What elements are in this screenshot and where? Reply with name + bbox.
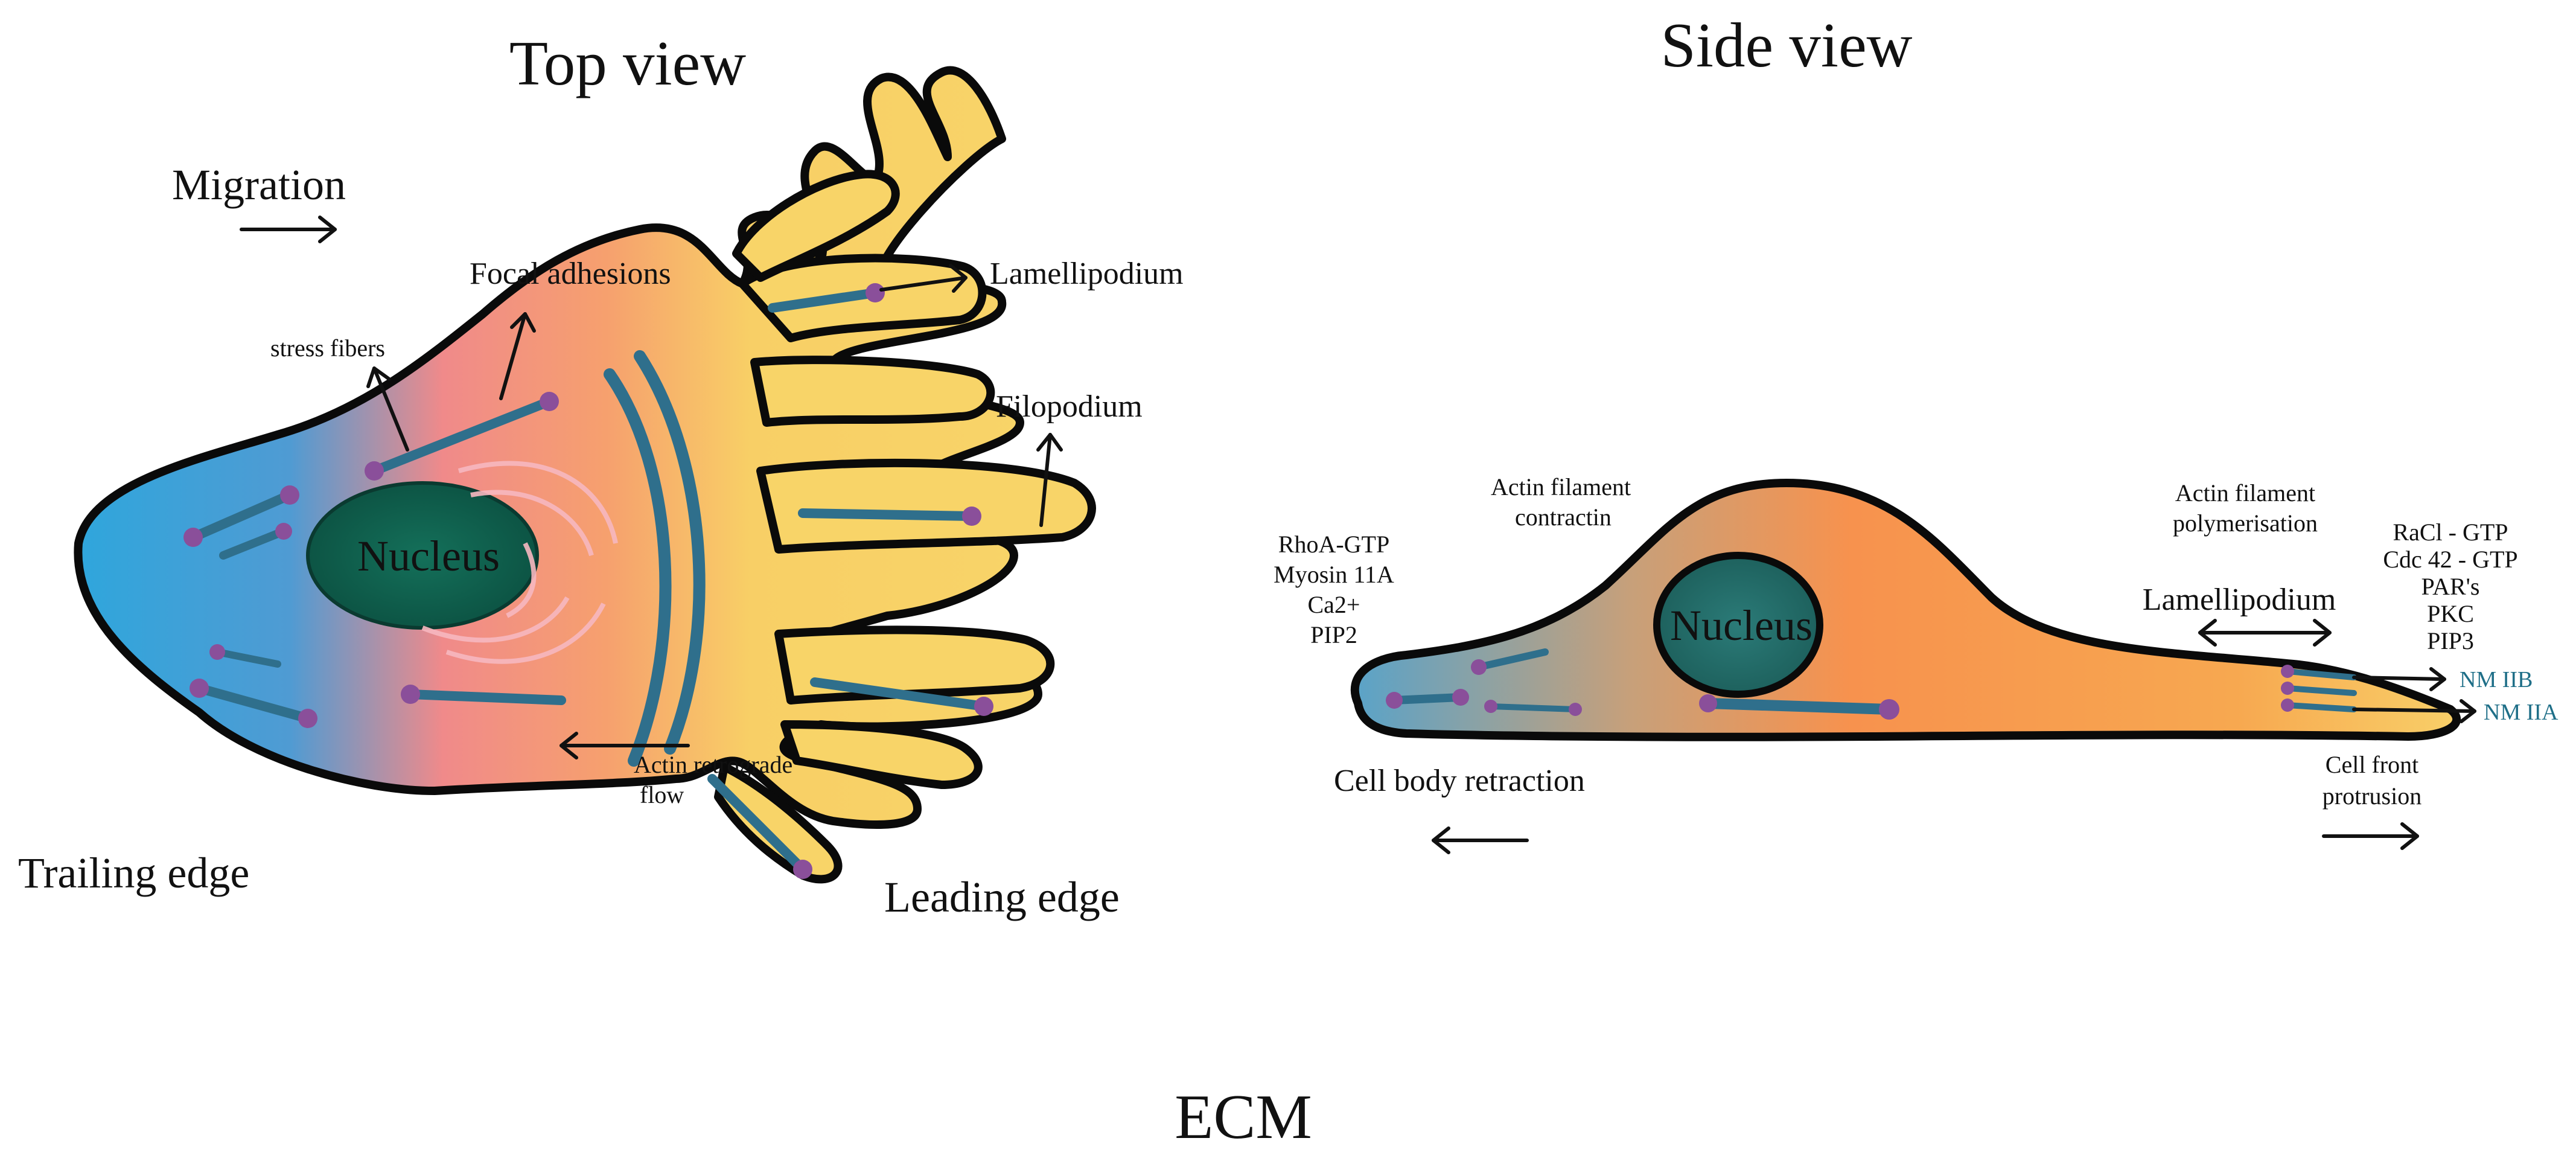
leading-edge-label: Leading edge (884, 873, 1120, 921)
protrusion-arrow (2322, 822, 2419, 850)
ecm-label: ECM (1175, 1081, 1312, 1152)
side-view: Side view Nucleus Actin filament contrac… (1274, 10, 2558, 854)
cell-front-label-1: Cell front (2326, 751, 2418, 778)
front-signals: RaCl - GTP Cdc 42 - GTP PAR's PKC PIP3 (2383, 519, 2517, 654)
front-signal-4: PIP3 (2427, 627, 2474, 654)
side-fibers (1386, 648, 2357, 720)
rear-signal-1: Myosin 11A (1274, 561, 1394, 588)
focal-adhesions-label: Focal adhesions (470, 257, 671, 291)
actin-contractin-label-2: contractin (1515, 503, 1612, 531)
top-view: Top view Migration Nucleus (18, 28, 1184, 921)
top-view-title: Top view (509, 28, 746, 98)
trailing-edge-label: Trailing edge (18, 849, 249, 897)
actin-retrograde-label-2: flow (640, 781, 684, 808)
migration-arrow (240, 216, 337, 243)
lamellipodium-arrow (879, 264, 968, 293)
cell-front-label-2: protrusion (2323, 782, 2421, 810)
cell-body-retraction-label: Cell body retraction (1334, 764, 1585, 798)
actin-retrograde-arrow (560, 732, 690, 759)
front-signal-1: Cdc 42 - GTP (2383, 546, 2517, 573)
front-signal-3: PKC (2427, 600, 2474, 627)
side-nucleus-label: Nucleus (1670, 601, 1812, 650)
er-swirls (421, 461, 618, 664)
rear-signals: RhoA-GTP Myosin 11A Ca2+ PIP2 (1274, 531, 1394, 648)
stress-fibers (183, 283, 993, 879)
top-lamellipodium-label: Lamellipodium (990, 257, 1184, 291)
stress-fibers-label: stress fibers (270, 334, 385, 362)
filopodium-arrow (1036, 433, 1063, 527)
rear-signal-3: PIP2 (1310, 621, 1357, 648)
lamellipodium-double-arrow (2198, 619, 2332, 647)
side-cell-body (1350, 479, 2461, 741)
actin-arcs (604, 350, 706, 767)
side-nucleus (1653, 552, 1823, 698)
stress-fibers-arrow (366, 366, 409, 452)
nm-iia-label: NM IIA (2484, 700, 2558, 725)
front-signal-2: PAR's (2421, 573, 2480, 600)
actin-polymer-label-1: Actin filament (2175, 479, 2315, 507)
front-signal-0: RaCl - GTP (2393, 519, 2508, 546)
nm-iib-label: NM IIB (2460, 667, 2533, 692)
migration-label: Migration (172, 161, 346, 209)
nm-arrows (2352, 667, 2476, 723)
actin-polymer-label-2: polymerisation (2173, 510, 2318, 537)
rear-signal-0: RhoA-GTP (1278, 531, 1389, 558)
side-view-title: Side view (1660, 10, 1912, 80)
focal-adhesions-arrow (499, 312, 536, 400)
actin-retrograde-label-1: Actin retrograde (634, 751, 792, 778)
top-nucleus-label: Nucleus (357, 532, 500, 580)
side-lamellipodium-label: Lamellipodium (2143, 583, 2336, 617)
retraction-arrow (1432, 826, 1529, 854)
actin-contractin-label-1: Actin filament (1491, 473, 1631, 500)
filopodium-label: Filopodium (996, 389, 1143, 424)
rear-signal-2: Ca2+ (1308, 591, 1360, 618)
